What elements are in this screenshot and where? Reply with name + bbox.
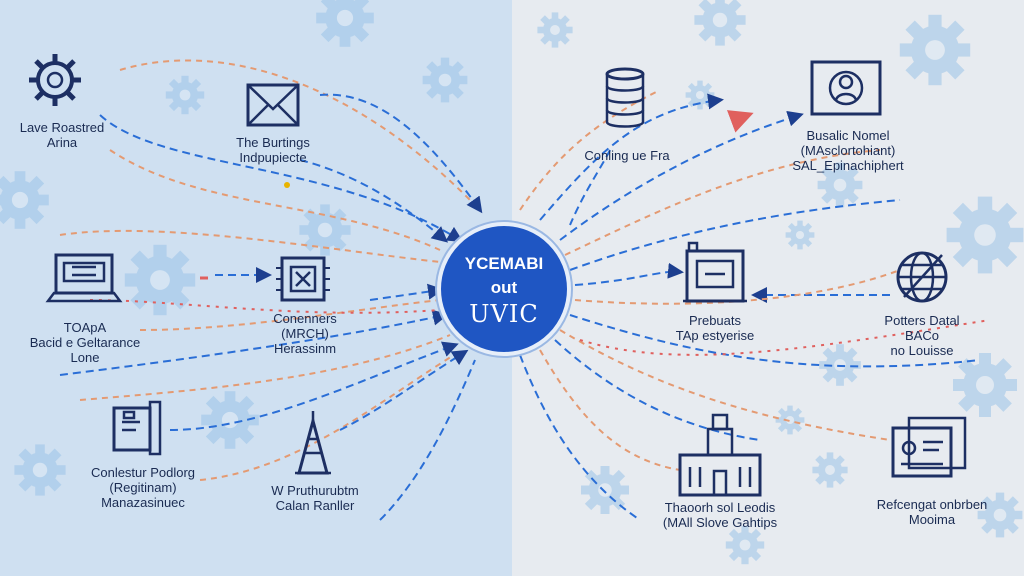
flow-dot [284,182,290,188]
flow-line [109,149,441,251]
id-card-icon [891,416,967,478]
flow-line [539,349,681,471]
flow-line [519,89,661,211]
node-label: (MAsclortohiant) [800,143,896,158]
flow-line [569,314,981,368]
flow-line [579,319,991,356]
flow-line [339,349,469,431]
node-label: Conling ue Fra [584,148,670,163]
flow-line [79,334,451,401]
flow-line [726,110,754,133]
flow-line [554,339,761,441]
flow-line [299,159,449,243]
flow-line [569,199,901,271]
node-label: Herassinm [273,341,337,356]
node-label: Thaoorh sol Leodis [664,500,776,515]
flow-line [574,262,684,286]
central-hub: YCEMABI out UVIC [437,222,571,356]
flow-line [319,93,483,214]
hub-title-line2: out [490,278,518,297]
node-label: Potters Datal [884,313,960,328]
node-building: Thaoorh sol Leodis (MAll Slove Gahtips [645,500,795,530]
node-database: Conling ue Fra [562,148,692,163]
building-icon [678,413,762,497]
node-processor: Conenners (MRCH) Herassinm [250,311,360,356]
node-machine: Prebuats TAp estyerise [650,313,780,343]
node-label: Busalic Nomel [806,128,890,143]
database-icon [605,67,645,128]
node-label: SAL_Epinachiphert [792,158,904,173]
flow-line [59,229,441,263]
envelope-icon [246,83,300,127]
flow-line [59,309,449,376]
gear-icon [29,54,81,106]
node-label: Calan Ranller [275,498,355,513]
flow-line [139,299,441,331]
flow-line [559,110,804,241]
node-label: Arina [46,135,78,150]
hub-title-line1: YCEMABI [464,254,544,273]
node-id-card: Refcengat onbrben Mooima [862,497,1002,527]
node-globe: Potters Datal BACo no Louisse [862,313,982,358]
node-laptop: TOApA Bacid e Geltarance Lone [15,320,155,365]
flow-line [169,341,459,431]
node-label: Bacid e Geltarance [29,335,141,350]
globe-icon [896,251,948,303]
node-gear: Lave Roastred Arina [2,120,122,150]
node-portrait: Busalic Nomel (MAsclortohiant) SAL_Epina… [778,128,918,173]
flow-line [379,359,476,521]
processor-icon [276,256,330,302]
flow-line [564,149,881,256]
node-label: Indpupiecte [239,150,307,165]
node-label: The Burtings [236,135,310,150]
node-label: (MRCH) [281,326,329,341]
flow-line [369,283,444,301]
document-icon [112,400,162,456]
node-label: BACo [905,328,939,343]
machine-icon [683,241,747,303]
node-label: (MAll Slove Gahtips [662,515,778,530]
node-label: Manazasinuec [101,495,185,510]
node-label: Lone [70,350,100,365]
tower-icon [295,411,331,475]
flow-line [574,269,901,305]
node-label: TOApA [63,320,107,335]
flow-line [119,59,471,201]
flow-line [89,299,441,314]
flow-line [559,329,891,441]
node-label: W Pruthurubtm [271,483,359,498]
node-label: Refcengat onbrben [876,497,988,512]
laptop-icon [45,253,123,303]
hub-title-line3: UVIC [469,300,539,328]
node-label: Conenners [273,311,337,326]
node-label: Prebuats [688,313,742,328]
flow-line [539,93,724,221]
node-label: no Louisse [890,343,954,358]
flow-line [569,149,611,226]
node-label: Lave Roastred [19,120,105,135]
node-label: TAp estyerise [675,328,755,343]
node-tower: W Pruthurubtm Calan Ranller [245,483,385,513]
node-label: Mooima [908,512,956,527]
node-label: (Regitinam) [109,480,177,495]
node-label: Conlestur Podlorg [90,465,196,480]
left-background-panel [0,0,512,576]
portrait-icon [810,60,882,116]
flow-line [199,349,463,481]
node-document: Conlestur Podlorg (Regitinam) Manazasinu… [68,465,218,510]
node-envelope: The Burtings Indpupiecte [208,135,338,165]
